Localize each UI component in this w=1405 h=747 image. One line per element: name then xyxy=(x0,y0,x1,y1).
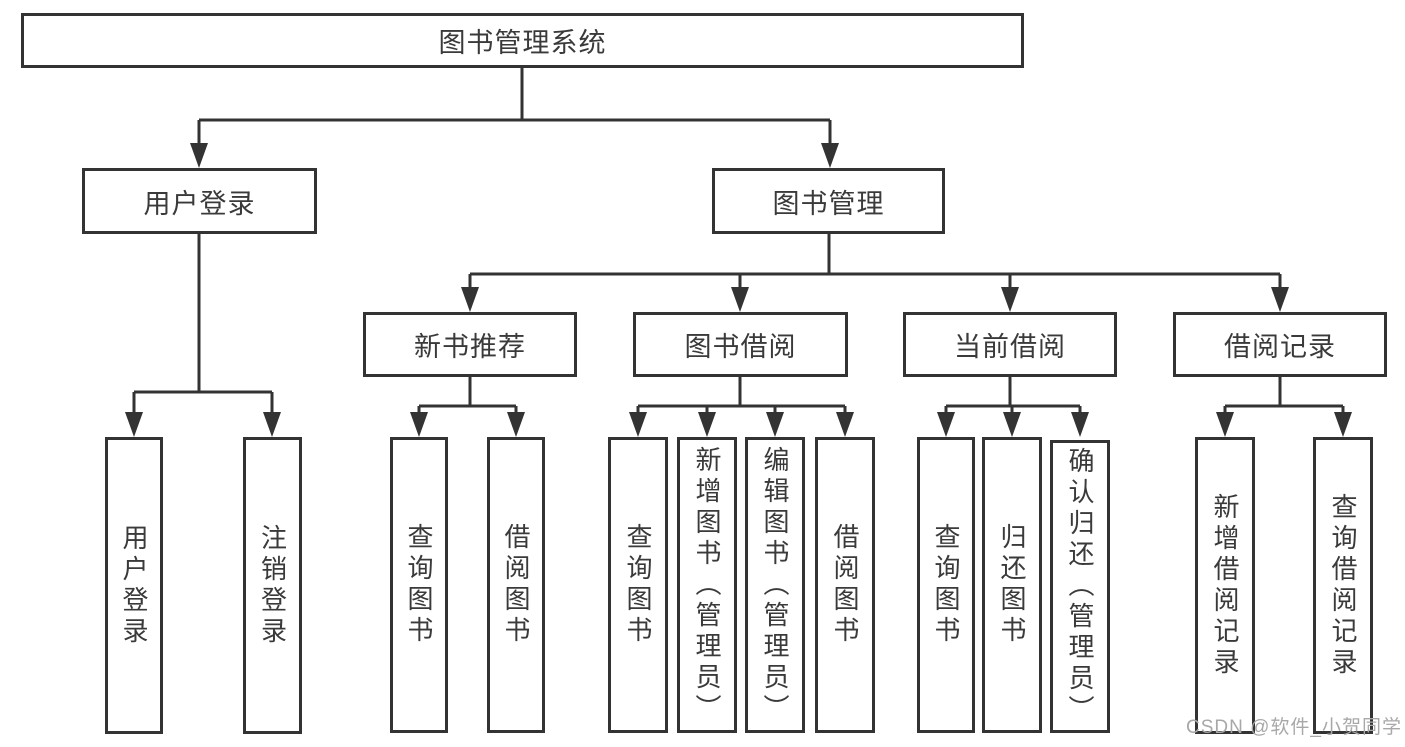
node-bb-add-books-admin: 新增图书（管理员） xyxy=(677,437,737,733)
node-bb-add-books-admin-label: 新增图书（管理员） xyxy=(692,445,722,725)
node-current-borrowing: 当前借阅 xyxy=(903,312,1117,377)
node-br-query-record: 查询借阅记录 xyxy=(1313,437,1373,734)
node-login: 用户登录 xyxy=(105,437,163,734)
node-bb-borrow-books: 借阅图书 xyxy=(815,437,875,733)
node-cb-query-books-label: 查询图书 xyxy=(931,523,961,647)
node-bb-edit-books-admin: 编辑图书（管理员） xyxy=(745,437,805,733)
node-cb-confirm-return-admin: 确认归还（管理员） xyxy=(1050,440,1110,733)
node-login-label: 用户登录 xyxy=(119,523,149,648)
node-logout: 注销登录 xyxy=(243,437,302,734)
node-bb-query-books-label: 查询图书 xyxy=(623,523,653,647)
node-user-login: 用户登录 xyxy=(82,168,317,234)
node-br-add-record-label: 新增借阅记录 xyxy=(1210,492,1240,679)
node-cb-return-books: 归还图书 xyxy=(982,437,1042,733)
node-nb-borrow-books: 借阅图书 xyxy=(487,437,545,733)
csdn-watermark: CSDN @软件_小贺同学 xyxy=(1186,717,1402,738)
node-bb-query-books: 查询图书 xyxy=(608,437,668,733)
arrowheads xyxy=(125,143,1352,437)
node-nb-query-books: 查询图书 xyxy=(390,437,448,733)
node-library-management-system: 图书管理系统 xyxy=(21,13,1024,68)
node-nb-query-books-label: 查询图书 xyxy=(404,523,434,647)
node-cb-query-books: 查询图书 xyxy=(917,437,975,733)
node-borrowing-records: 借阅记录 xyxy=(1173,312,1387,377)
node-br-query-record-label: 查询借阅记录 xyxy=(1328,492,1358,679)
node-bb-edit-books-admin-label: 编辑图书（管理员） xyxy=(760,445,790,725)
node-cb-return-books-label: 归还图书 xyxy=(997,523,1027,647)
node-nb-borrow-books-label: 借阅图书 xyxy=(501,523,531,647)
node-book-management: 图书管理 xyxy=(712,168,945,234)
node-br-add-record: 新增借阅记录 xyxy=(1195,437,1255,734)
node-new-book-recommend: 新书推荐 xyxy=(363,312,577,377)
node-book-borrowing: 图书借阅 xyxy=(633,312,848,377)
node-cb-confirm-return-admin-label: 确认归还（管理员） xyxy=(1065,447,1095,726)
node-logout-label: 注销登录 xyxy=(257,523,288,648)
node-bb-borrow-books-label: 借阅图书 xyxy=(830,523,860,647)
